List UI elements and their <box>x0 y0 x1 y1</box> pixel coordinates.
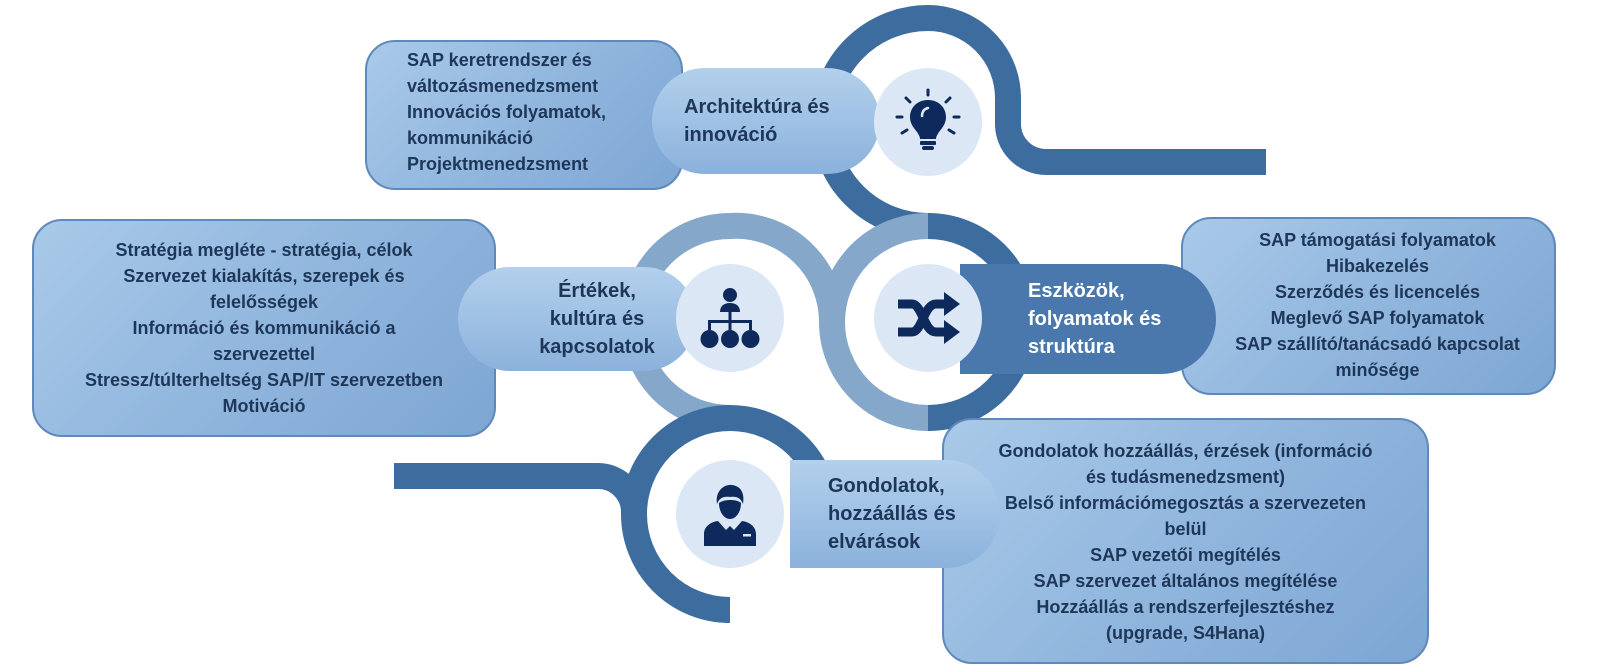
title-line: Értékek, <box>558 280 636 302</box>
title-line: Eszközök, <box>1028 280 1125 302</box>
icon-circle-tools <box>874 264 982 372</box>
title-line: struktúra <box>1028 336 1115 358</box>
detail-line: Gondolatok hozzáállás, érzések (informác… <box>998 441 1373 461</box>
detail-line: belül <box>1164 519 1207 539</box>
stage-title-architecture: Architektúra és innováció <box>652 68 880 174</box>
title-line: kapcsolatok <box>539 336 655 358</box>
title-line: kultúra és <box>549 308 645 330</box>
stage-title-tools: Eszközök, folyamatok és struktúra <box>960 264 1216 374</box>
detail-line: kommunikáció <box>407 128 534 148</box>
detail-line: Információ és kommunikáció a <box>132 318 396 338</box>
detail-line: (upgrade, S4Hana) <box>1105 623 1266 643</box>
icon-circle-architecture <box>874 68 982 176</box>
title-line: Gondolatok, <box>828 475 945 497</box>
detail-line: SAP vezetői megítélés <box>1090 545 1281 565</box>
detail-line: Innovációs folyamatok, <box>407 102 607 122</box>
stage-title-attitudes: Gondolatok, hozzáállás és elvárások <box>790 460 1000 568</box>
detail-line: Projektmenedzsment <box>407 154 589 174</box>
detail-line: SAP szervezet általános megítélése <box>1033 571 1338 591</box>
detail-line: és tudásmenedzsment) <box>1085 467 1286 487</box>
detail-line: Hozzáállás a rendszerfejlesztéshez <box>1036 597 1335 617</box>
title-line: innováció <box>684 124 778 146</box>
detail-line: SAP szállító/tanácsadó kapcsolat <box>1235 334 1520 354</box>
detail-line: Meglevő SAP folyamatok <box>1270 308 1485 328</box>
detail-box-values: Stratégia megléte - stratégia, célok Sze… <box>32 219 496 437</box>
detail-line: változásmenedzsment <box>407 76 599 96</box>
title-line: folyamatok és <box>1028 308 1162 330</box>
detail-line: SAP keretrendszer és <box>407 50 592 70</box>
lightbulb-icon <box>895 88 961 150</box>
detail-line: szervezettel <box>212 344 316 364</box>
detail-line: SAP támogatási folyamatok <box>1259 230 1496 250</box>
person-icon <box>704 484 756 546</box>
detail-line: Szervezet kialakítás, szerepek és <box>123 266 405 286</box>
shuffle-arrows-icon <box>898 292 960 344</box>
icon-circle-values <box>676 264 784 372</box>
detail-line: Hibakezelés <box>1325 256 1430 276</box>
detail-box-architecture: SAP keretrendszer és változásmenedzsment… <box>365 40 683 190</box>
icon-circle-attitudes <box>676 460 784 568</box>
detail-line: Stressz/túlterheltség SAP/IT szervezetbe… <box>84 370 444 390</box>
detail-line: felelősségek <box>209 292 319 312</box>
detail-line: Szerződés és licencelés <box>1274 282 1481 302</box>
detail-line: minősége <box>1335 360 1420 380</box>
title-line: hozzáállás és <box>828 503 956 525</box>
detail-line: Motiváció <box>222 396 306 416</box>
hierarchy-icon <box>700 288 760 348</box>
detail-box-attitudes: Gondolatok hozzáállás, érzések (informác… <box>942 418 1429 664</box>
detail-line: Belső információmegosztás a szervezeten <box>1004 493 1367 513</box>
title-line: Architektúra és <box>684 96 830 118</box>
title-line: elvárások <box>828 531 921 553</box>
stage-title-values: Értékek, kultúra és kapcsolatok <box>458 267 696 371</box>
detail-line: Stratégia megléte - stratégia, célok <box>115 240 413 260</box>
detail-box-tools: SAP támogatási folyamatok Hibakezelés Sz… <box>1181 217 1556 395</box>
